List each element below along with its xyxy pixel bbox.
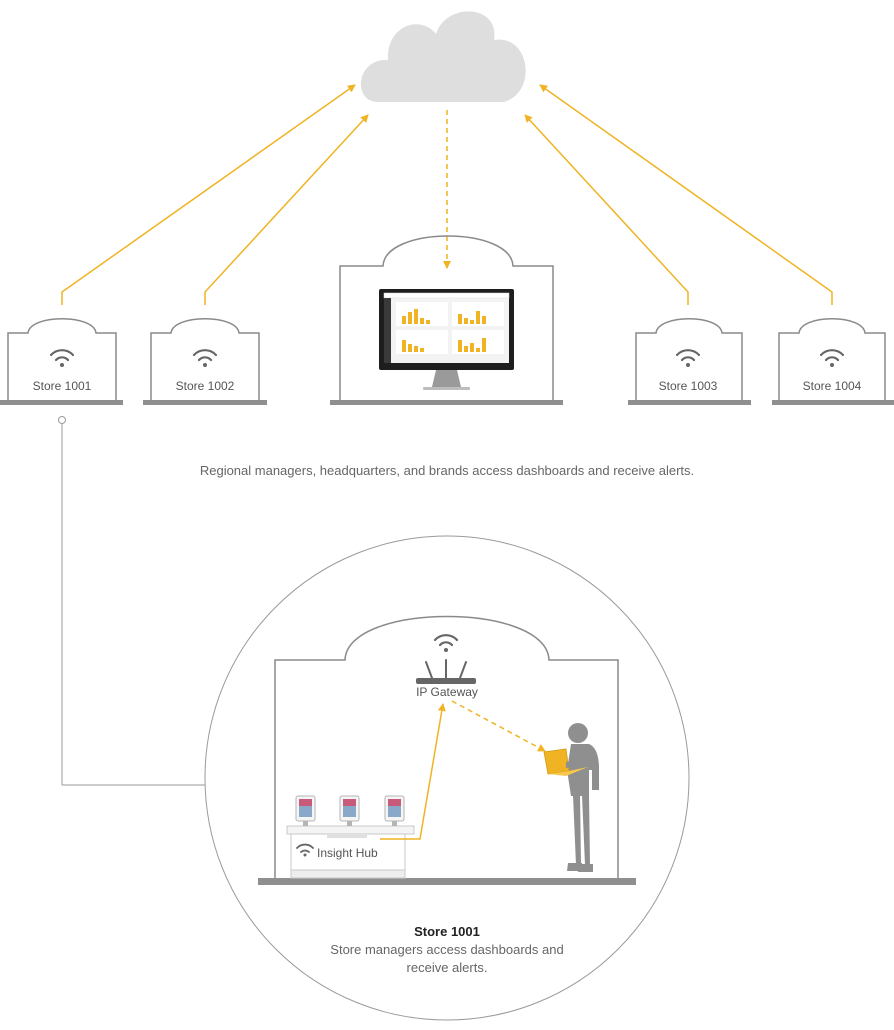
wifi-icon (296, 843, 314, 857)
wifi-icon (819, 349, 845, 367)
laptop-icon (543, 748, 588, 776)
display-counter (286, 825, 415, 879)
hub-gateway-arrow (380, 703, 446, 840)
cloud-icon (360, 11, 526, 102)
tablet-icon (339, 795, 360, 826)
arrow-store-1004 (539, 84, 833, 305)
person-icon (567, 723, 599, 872)
store-label: Store 1004 (803, 379, 862, 393)
arrow-store-1001 (61, 84, 356, 305)
arrow-store-1003 (524, 114, 689, 305)
store-label: Store 1001 (33, 379, 92, 393)
upload-arrows (61, 84, 833, 305)
detail-caption-line2: receive alerts. (407, 960, 488, 975)
store-building-1003: Store 1003 (628, 318, 751, 405)
store-building-1004: Store 1004 (772, 318, 894, 405)
headquarters-building (330, 235, 563, 405)
tablet-icon (295, 795, 316, 826)
store-building-1001: Store 1001 (0, 318, 123, 405)
wifi-icon (49, 349, 75, 367)
store-label: Store 1002 (176, 379, 235, 393)
detail-store-building (258, 615, 636, 885)
detail-store-title: Store 1001 (414, 924, 480, 939)
wifi-icon (675, 349, 701, 367)
arrow-store-1002 (204, 114, 369, 305)
store-detail-circle (204, 535, 690, 1021)
tablet-icon (384, 795, 405, 826)
regional-caption: Regional managers, headquarters, and bra… (200, 463, 694, 478)
store-label: Store 1003 (659, 379, 718, 393)
router-icon (416, 634, 476, 684)
wifi-icon (192, 349, 218, 367)
store-detail-connector (58, 416, 207, 786)
store-building-1002: Store 1002 (143, 318, 267, 405)
monitor-icon (379, 289, 514, 390)
detail-caption-line1: Store managers access dashboards and (330, 942, 563, 957)
gateway-label: IP Gateway (416, 685, 478, 699)
hub-label: Insight Hub (317, 846, 378, 860)
